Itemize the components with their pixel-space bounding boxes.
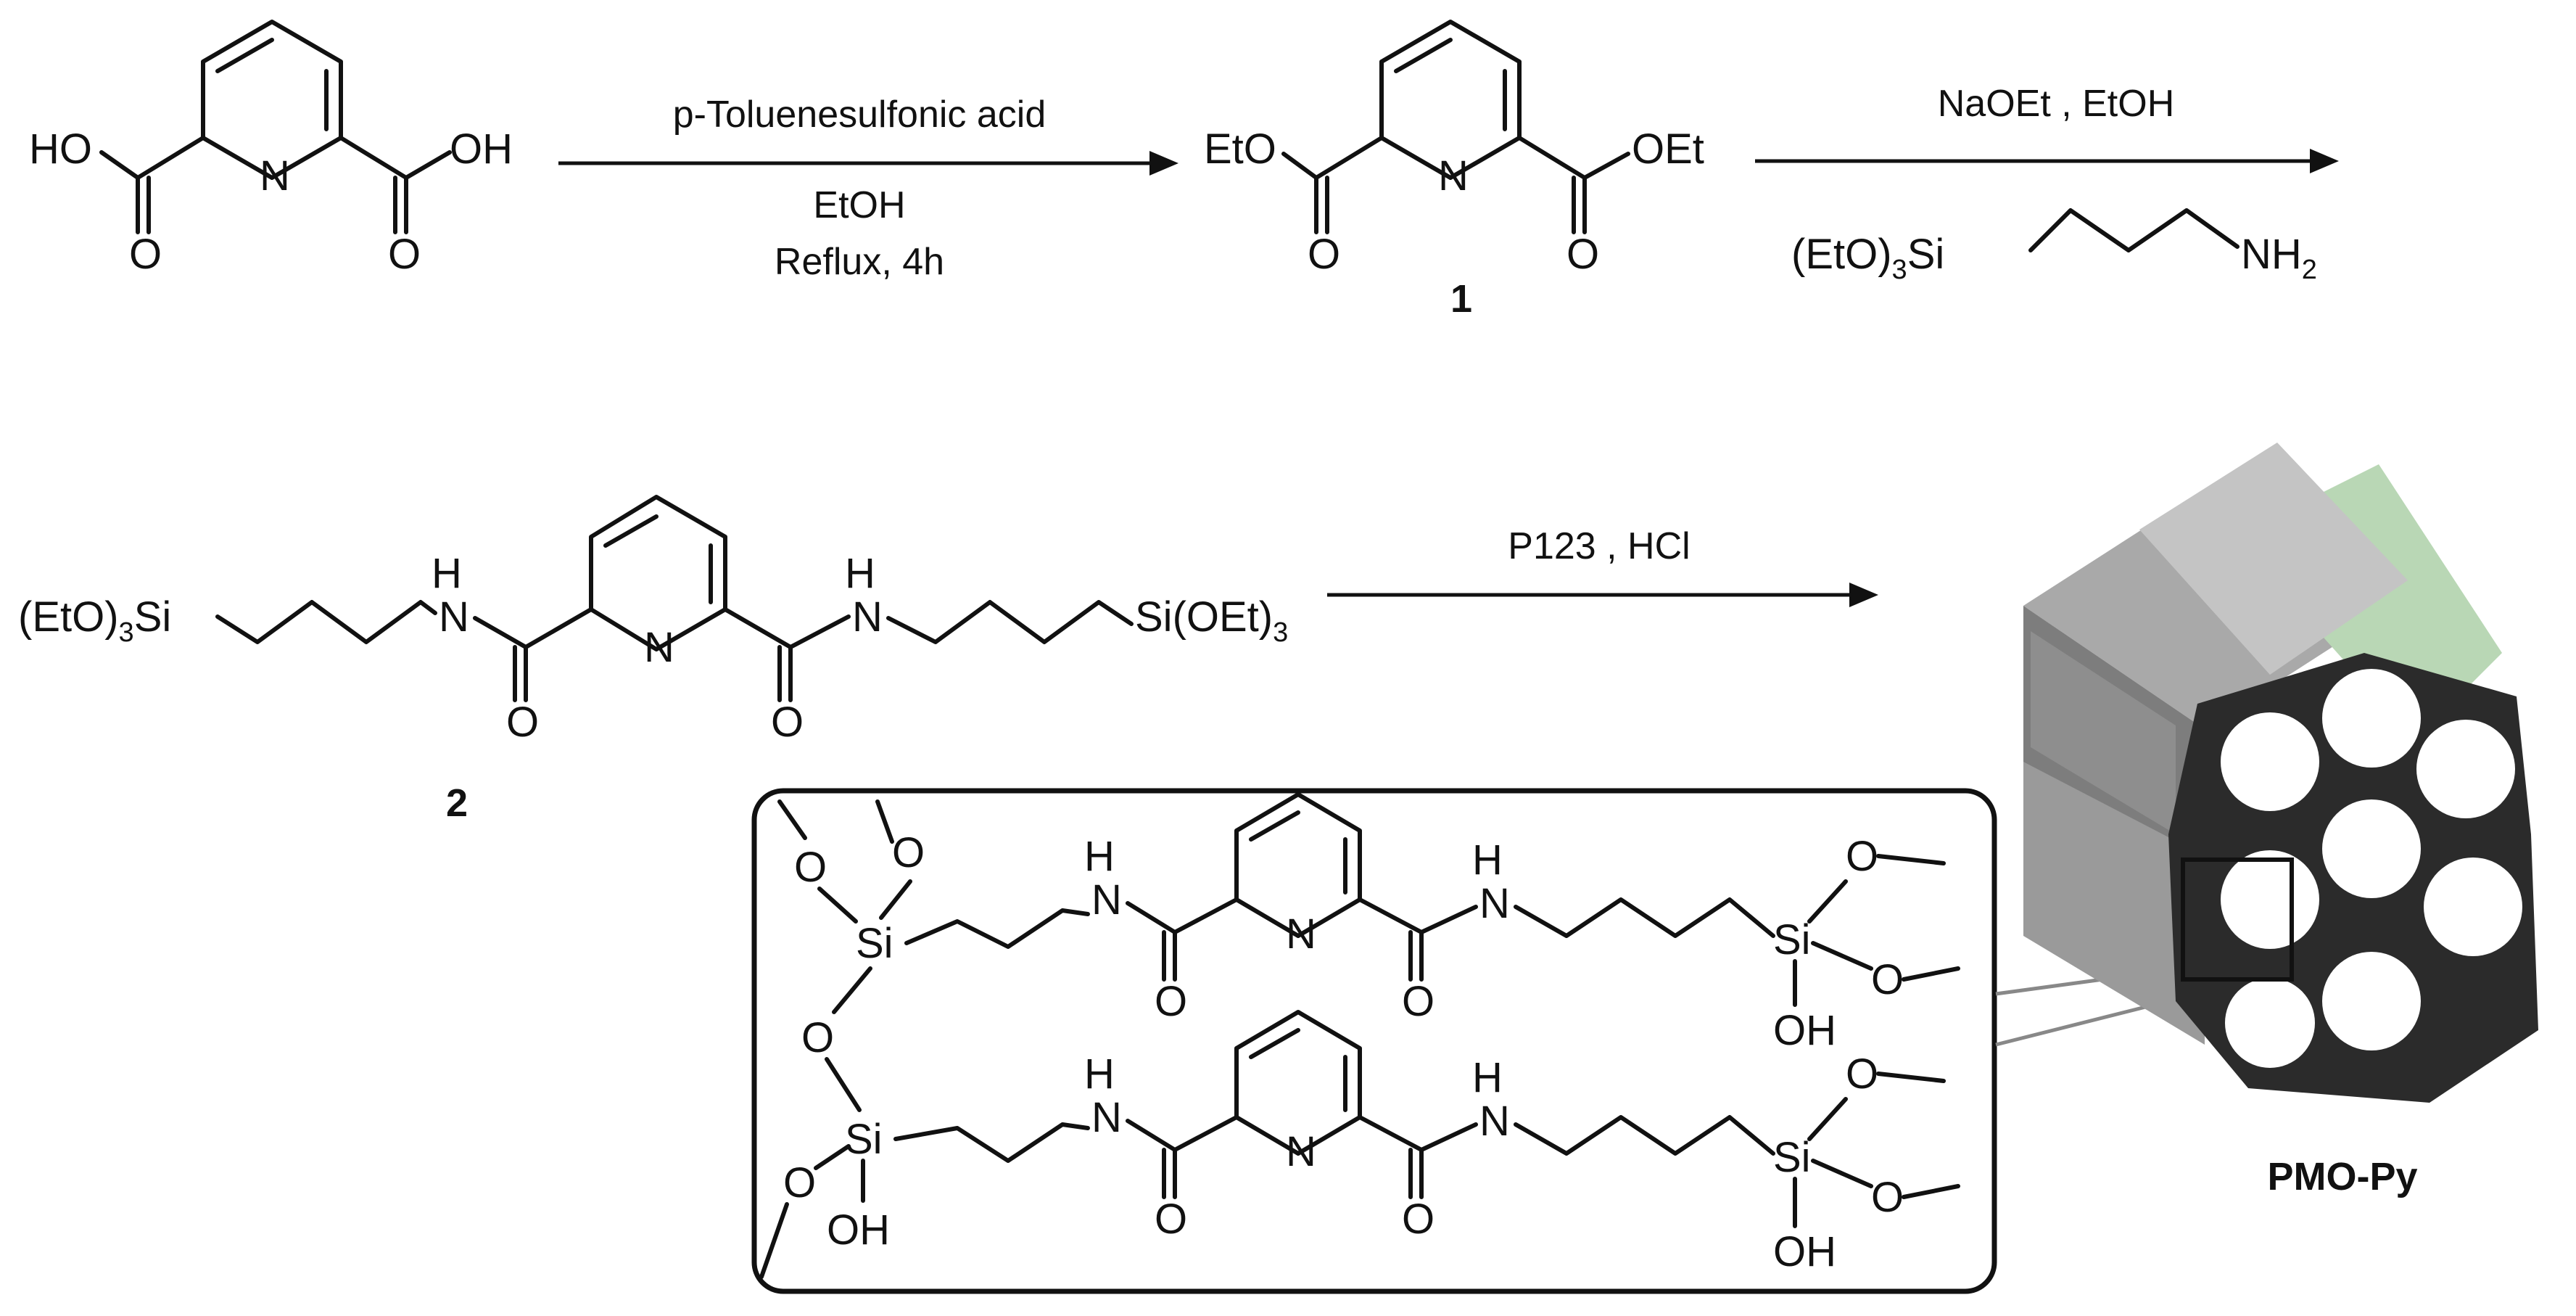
nh2-subscript: 2 — [2302, 255, 2317, 285]
amide-nitrogen-left: N — [439, 593, 469, 641]
amide-hydrogen: H — [1084, 833, 1115, 880]
pyridine-nitrogen-label: N — [260, 152, 290, 200]
framework-inset: O O Si O Si O OH N H O N O N H Si O O OH — [751, 788, 1997, 1294]
sioet-subscript: 3 — [1273, 617, 1288, 648]
ethoxy-label-left: EtO — [1204, 126, 1276, 173]
carbonyl-oxygen-right: O — [771, 699, 804, 746]
pore — [2225, 978, 2315, 1068]
triethoxysilyl-left: (EtO)3Si — [18, 593, 171, 648]
compound-2-label: 2 — [446, 781, 468, 825]
prism-side-face — [2023, 762, 2205, 1045]
pmo-hexagonal-material: PMO-Py — [2023, 443, 2538, 1198]
siloxane-oxygen: O — [892, 829, 925, 876]
step1-solvent: EtOH — [813, 184, 905, 226]
compound-1-label: 1 — [1450, 277, 1472, 321]
amide-nitrogen: N — [1479, 880, 1510, 927]
silicon-label: Si — [845, 1116, 883, 1163]
hydroxyl-label-left: HO — [29, 126, 92, 173]
silanol-oh: OH — [827, 1206, 890, 1254]
carbonyl-oxygen: O — [1402, 1196, 1434, 1243]
prism-top-face — [2139, 443, 2408, 675]
amide-hydrogen-left: H — [432, 550, 462, 597]
reaction-arrow-2: NaOEt , EtOH (EtO)3Si NH2 — [1755, 83, 2339, 285]
siloxane-oxygen: O — [794, 844, 827, 891]
pore — [2322, 952, 2421, 1050]
carbonyl-oxygen-right: O — [1566, 231, 1599, 278]
siloxane-oxygen: O — [1871, 956, 1904, 1003]
nh2-prefix: NH — [2241, 231, 2302, 278]
amide-hydrogen: H — [1084, 1050, 1115, 1098]
carbonyl-oxygen: O — [1155, 1196, 1187, 1243]
si-label: Si — [134, 593, 172, 641]
pore — [2221, 850, 2319, 949]
pore — [2322, 669, 2421, 768]
pyridine-nitrogen-label: N — [644, 624, 674, 671]
silicon-label: Si — [856, 920, 893, 967]
siloxane-oxygen: O — [1846, 1050, 1878, 1098]
step1-reagent: p-Toluenesulfonic acid — [673, 94, 1046, 136]
amide-nitrogen: N — [1091, 876, 1122, 924]
amide-nitrogen: N — [1091, 1094, 1122, 1141]
siloxane-oxygen: O — [1871, 1174, 1904, 1221]
carbonyl-oxygen: O — [1155, 978, 1187, 1025]
aptes-eto-prefix: (EtO) — [1791, 231, 1892, 278]
pyridine-nitrogen-label: N — [1286, 1128, 1316, 1175]
step2-reagent: NaOEt , EtOH — [1938, 83, 2175, 125]
pyridine-dicarboxylic-acid: HO OH N O O — [29, 20, 513, 278]
carbonyl-oxygen-left: O — [1308, 231, 1340, 278]
compound-2-bis-silane: (EtO)3Si N H O N O N H Si(OEt)3 2 — [18, 495, 1288, 825]
prism-side-face — [2031, 631, 2176, 834]
amide-hydrogen: H — [1472, 836, 1503, 884]
aptes-triethoxysilyl: (EtO)3Si — [1791, 231, 1944, 285]
pore — [2322, 799, 2421, 898]
triethoxysilyl-right: Si(OEt)3 — [1135, 593, 1288, 648]
pyridine-nitrogen-label: N — [1286, 910, 1316, 958]
step1-conditions: Reflux, 4h — [775, 241, 944, 283]
pore — [2416, 720, 2515, 818]
zoom-highlight-box — [2181, 858, 2294, 982]
ethoxy-label-right: OEt — [1632, 126, 1704, 173]
silicon-label: Si — [1773, 1134, 1811, 1181]
reaction-arrow-3: P123 , HCl — [1327, 525, 1878, 607]
sioet-prefix: Si(OEt) — [1135, 593, 1273, 641]
aptes-si: Si — [1907, 231, 1945, 278]
aptes-amine: NH2 — [2241, 231, 2317, 285]
silicon-label: Si — [1773, 916, 1811, 963]
carbonyl-oxygen: O — [1402, 978, 1434, 1025]
amide-hydrogen-right: H — [845, 550, 875, 597]
compound-1-diethyl-ester: EtO OEt N O O 1 — [1204, 20, 1704, 321]
reaction-arrow-1: p-Toluenesulfonic acid EtOH Reflux, 4h — [558, 94, 1178, 283]
amide-nitrogen-right: N — [852, 593, 883, 641]
step3-reagent: P123 , HCl — [1508, 525, 1690, 567]
amide-hydrogen: H — [1472, 1054, 1503, 1101]
amide-nitrogen: N — [1479, 1098, 1510, 1145]
siloxane-oxygen: O — [801, 1014, 834, 1061]
siloxane-oxygen: O — [783, 1159, 816, 1206]
pyridine-nitrogen-label: N — [1438, 152, 1469, 200]
hydroxyl-label-right: OH — [450, 126, 513, 173]
carbonyl-oxygen-left: O — [129, 231, 162, 278]
pore — [2424, 858, 2522, 956]
silanol-oh: OH — [1773, 1228, 1836, 1275]
prism-top-face — [2023, 508, 2357, 729]
carbonyl-oxygen-left: O — [506, 699, 539, 746]
aptes-eto-subscript: 3 — [1892, 255, 1907, 285]
eto-prefix: (EtO) — [18, 593, 119, 641]
siloxane-oxygen: O — [1846, 833, 1878, 880]
product-label: PMO-Py — [2267, 1155, 2417, 1198]
carbonyl-oxygen-right: O — [388, 231, 421, 278]
eto-subscript: 3 — [119, 617, 134, 648]
silanol-oh: OH — [1773, 1007, 1836, 1054]
pore — [2221, 712, 2319, 811]
